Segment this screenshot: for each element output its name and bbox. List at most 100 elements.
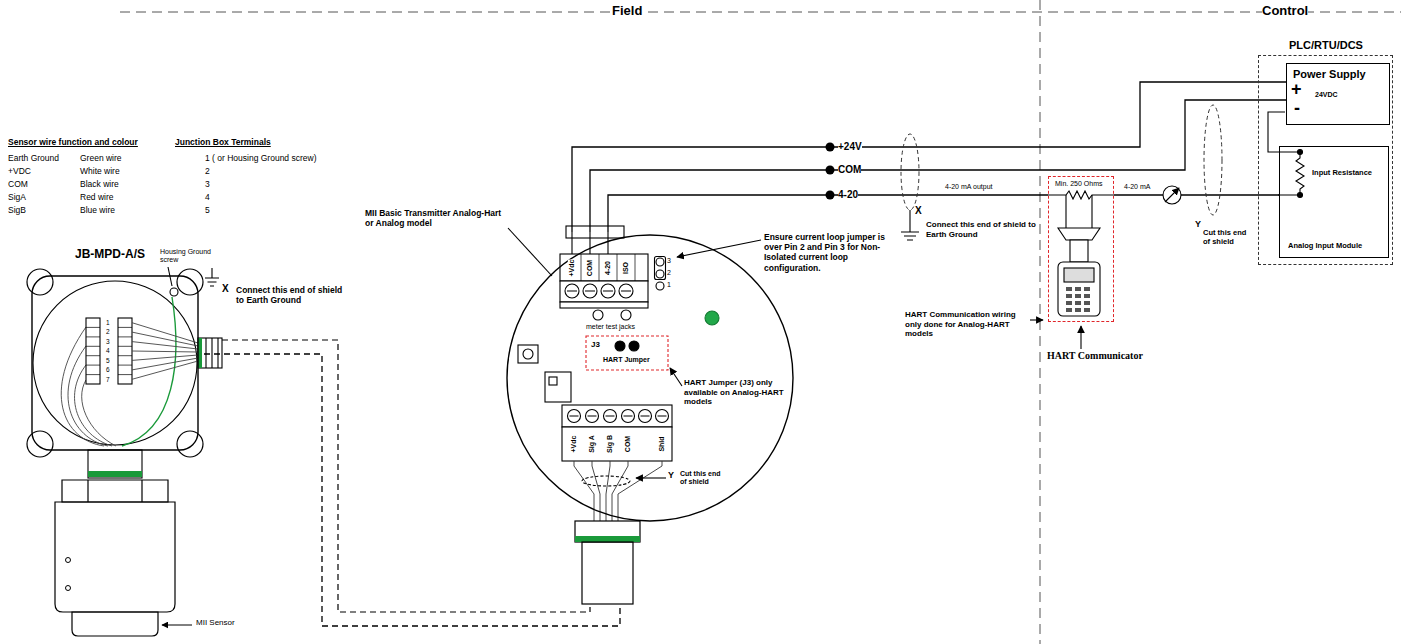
thread	[575, 536, 640, 542]
resistor-value: Min. 250 Ohms	[1055, 180, 1102, 188]
table-cell: 5	[205, 205, 210, 215]
transmitter: MII Basic Transmitter Analog-Hart or Ana…	[505, 232, 797, 607]
transmitter-name: MII Basic Transmitter Analog-Hart or Ana…	[365, 208, 505, 228]
region-divider	[120, 12, 1401, 13]
region-divider	[1040, 0, 1041, 644]
part-label: meter test jacks	[586, 323, 635, 331]
component	[545, 372, 571, 402]
terminal-number: 7	[106, 376, 110, 384]
component	[549, 377, 557, 385]
callout-letter: X	[222, 283, 229, 295]
sensor-cap	[72, 612, 158, 636]
leader-line	[636, 477, 666, 478]
thread	[88, 471, 142, 477]
terminal-block	[562, 427, 672, 461]
region-label: Control	[1262, 3, 1308, 19]
part-label: HART Jumper	[603, 356, 650, 364]
sensor-details	[66, 558, 71, 563]
cable-gland	[198, 338, 222, 368]
pointer-arrow	[1080, 326, 1081, 349]
cable-outline	[222, 340, 590, 612]
terminal-dot	[826, 166, 835, 175]
current-meter	[1165, 188, 1179, 202]
jumper-pin	[615, 341, 625, 351]
test-jack	[621, 310, 631, 320]
module-name: Analog Input Module	[1288, 241, 1362, 250]
terminal-number: 4	[106, 347, 110, 355]
power-supply-name: Power Supply	[1293, 68, 1366, 81]
terminal-name: Sig A	[588, 435, 596, 453]
wire	[590, 100, 1286, 232]
table-cell: Earth Ground	[8, 153, 59, 163]
terminal-name: COM	[586, 260, 594, 276]
test-jack	[593, 310, 603, 320]
signal-name: +24V	[838, 141, 862, 153]
sensor-wire	[574, 461, 662, 521]
hart-communicator	[1030, 191, 1114, 349]
table-cell: Black wire	[80, 179, 119, 189]
terminal-block	[581, 254, 635, 281]
table-cell: 1 ( or Housing Ground screw)	[205, 153, 317, 163]
mounting-ear	[177, 269, 203, 295]
junction-box-internals	[33, 281, 197, 445]
wire	[1066, 195, 1092, 228]
note: Connect this end of shield to Earth Grou…	[236, 285, 350, 305]
junction-box: JB-MPD-A/S	[28, 268, 204, 454]
communicator-keypad	[1084, 301, 1090, 305]
component	[523, 349, 533, 359]
wire	[572, 82, 1286, 232]
sensor: MII Sensor	[48, 478, 182, 638]
sensor-nut	[62, 480, 168, 502]
sensor-outline	[48, 478, 182, 638]
jumper-pins	[656, 258, 664, 266]
jumper-pin	[629, 341, 639, 351]
terminal-name: COM	[624, 436, 632, 452]
table-cell: SigA	[8, 192, 26, 202]
table-cell: +VDC	[8, 166, 31, 176]
sensor-body	[55, 502, 175, 612]
terminal-block	[560, 281, 648, 302]
wire	[204, 354, 620, 626]
terminal-screw	[568, 410, 669, 423]
earth-ground-symbol	[205, 268, 219, 286]
cable-shield	[901, 105, 1222, 215]
part-label: J3	[591, 340, 600, 350]
communicator-keypad	[1066, 287, 1090, 312]
communicator-keypad	[1075, 301, 1081, 305]
communicator-keypad	[1075, 308, 1081, 312]
component	[518, 345, 538, 363]
communicator-keypad	[1084, 308, 1090, 312]
note: Ensure current loop jumper is over Pin 2…	[764, 232, 894, 273]
note: HART Communication wiring only done for …	[905, 310, 1027, 339]
current-meter	[1163, 186, 1181, 204]
note: HART Jumper (J3) only available on Analo…	[684, 378, 784, 407]
controller-name: PLC/RTU/DCS	[1289, 39, 1363, 52]
cable-shield	[1204, 105, 1222, 215]
communicator-keypad	[1066, 294, 1072, 298]
terminal-screw	[567, 290, 631, 291]
leader-line	[508, 228, 552, 276]
pin-number: 1	[667, 281, 671, 289]
terminal-block	[562, 405, 672, 427]
terminal-screw	[570, 415, 667, 416]
housing-outline	[32, 276, 198, 450]
terminal-wire	[132, 323, 198, 380]
region-divider	[120, 0, 1401, 644]
table-cell: 4	[205, 192, 210, 202]
jumper-pins	[656, 270, 664, 278]
conduit	[582, 542, 633, 604]
table-cell: COM	[8, 179, 28, 189]
cable-gland	[206, 338, 218, 368]
terminal-block	[86, 318, 100, 384]
cable-gland	[566, 226, 624, 238]
communicator-keypad	[1066, 308, 1072, 312]
polarity-sign: +	[1291, 80, 1302, 98]
callout-letter: Y	[1195, 219, 1201, 230]
leader-line	[677, 240, 761, 257]
terminal-number: 3	[106, 338, 110, 346]
communicator-screen	[1064, 268, 1094, 282]
transmitter-outline	[505, 232, 797, 607]
input-circuit	[1298, 193, 1303, 198]
